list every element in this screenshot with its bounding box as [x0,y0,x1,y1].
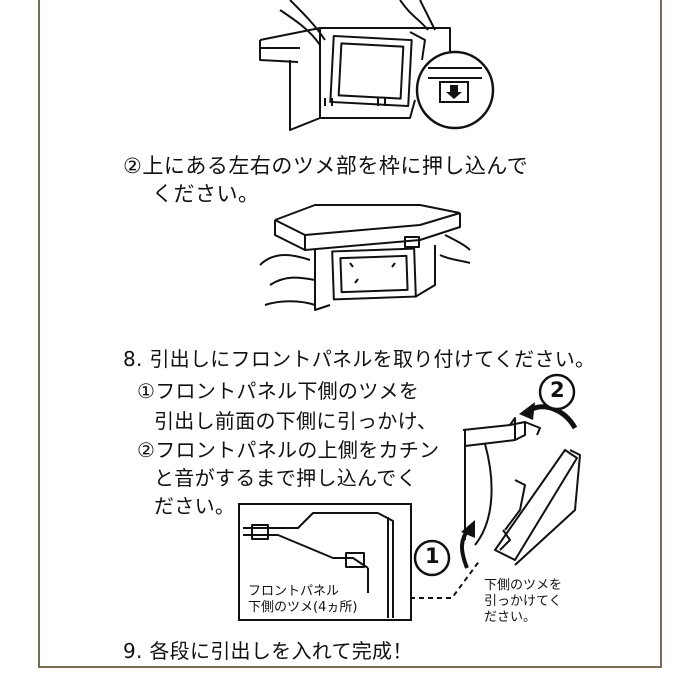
step9-title: 9. 各段に引出しを入れて完成！ [123,639,413,663]
step8-title: 8. 引出しにフロントパネルを取り付けてください。 [123,347,596,371]
step8-line4: と音がするまで押し込んでく [154,466,417,490]
down-arrow-icon [446,85,462,99]
marker-1-label: 1 [425,544,440,568]
inset-lower-claws [238,503,412,621]
marker-2-circle [538,373,576,411]
hook-note-line1: 下側のツメを [484,578,563,593]
inset-label-line1: フロントパネル [248,584,340,599]
hook-note-line3: ださい。 [484,610,537,625]
marker-2-label: 2 [550,378,565,402]
leader-line [410,559,481,599]
step7-sub2-line1: ②上にある左右のツメ部を枠に押し込んで [123,154,529,178]
step7-sub2-line2: ください。 [152,182,260,206]
page-frame [38,0,662,668]
illustration-press-claws [259,204,471,311]
step8-line3: ②フロントパネルの上側をカチン [137,438,440,462]
step8-line5: ださい。 [154,494,236,518]
marker-1-circle [413,539,451,577]
step8-line1: ①フロントパネル下側のツメを [137,379,420,403]
illustration-insert-panel [259,0,495,131]
inset-label-line2: 下側のツメ(4ヵ所) [248,600,358,615]
step8-line2: 引出し前面の下側に引っかけ、 [154,409,438,433]
hook-note-line2: 引っかけてく [484,594,562,609]
